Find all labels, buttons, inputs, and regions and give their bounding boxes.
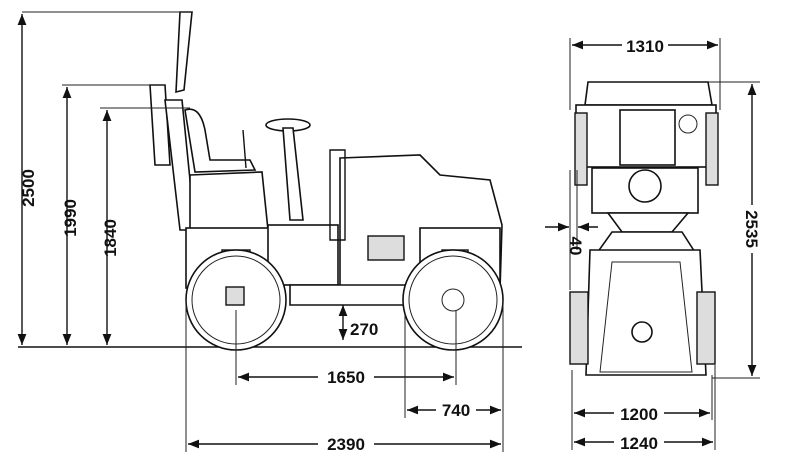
dim-front-height: 2535 bbox=[742, 210, 761, 248]
rops-bar bbox=[175, 11, 193, 94]
dim-top-width: 1310 bbox=[626, 37, 664, 56]
rops-fold bbox=[149, 84, 171, 166]
drum-right bbox=[696, 291, 716, 365]
seat bbox=[184, 108, 257, 173]
dim-side-offset: 40 bbox=[566, 237, 585, 256]
front-dimensions: 1310 2535 40 1200 1240 bbox=[545, 35, 764, 453]
dim-overall-width: 1240 bbox=[620, 434, 658, 453]
dim-overall-height: 2500 bbox=[19, 169, 38, 207]
drum-left bbox=[569, 291, 589, 365]
dim-wheelbase: 1650 bbox=[327, 368, 365, 387]
front-drum bbox=[402, 249, 504, 351]
side-view-roller bbox=[18, 11, 522, 351]
dim-drum-width: 1200 bbox=[620, 405, 658, 424]
front-view-roller bbox=[569, 81, 719, 376]
dim-ground-clearance: 270 bbox=[350, 320, 378, 339]
front-steering-wheel bbox=[628, 169, 662, 203]
dim-1990: 1990 bbox=[61, 199, 80, 237]
dim-drum-overhang: 740 bbox=[442, 401, 470, 420]
grille bbox=[367, 235, 405, 261]
dim-overall-length: 2390 bbox=[327, 435, 365, 454]
side-dimensions: 2500 1990 1840 270 1650 740 2390 bbox=[17, 11, 504, 454]
dim-1840: 1840 bbox=[101, 219, 120, 257]
front-rops bbox=[584, 81, 713, 106]
